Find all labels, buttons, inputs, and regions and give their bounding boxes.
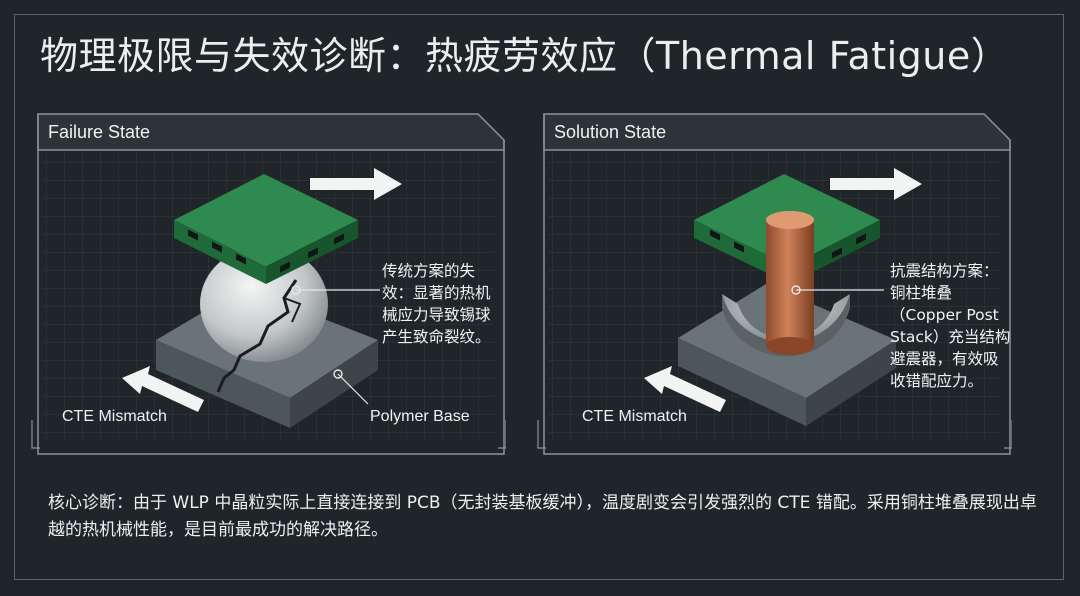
failure-panel-graphic bbox=[31, 113, 506, 455]
base-front bbox=[678, 338, 806, 426]
solution-panel: Solution State 抗震结构方案：铜柱堆叠（Copper Post S… bbox=[534, 108, 1012, 460]
cutaway-ball bbox=[722, 294, 850, 343]
panel-border bbox=[37, 114, 505, 455]
arrow-left-icon bbox=[122, 366, 204, 412]
copper-post-top bbox=[766, 211, 814, 229]
cte-mismatch-label-right: CTE Mismatch bbox=[582, 408, 687, 425]
panel-border bbox=[543, 114, 1011, 455]
cte-mismatch-label-left: CTE Mismatch bbox=[62, 408, 167, 425]
solution-panel-graphic bbox=[537, 113, 1012, 455]
copper-post bbox=[766, 220, 814, 346]
failure-annotation: 传统方案的失效：显著的热机械应力导致锡球产生致命裂纹。 bbox=[382, 262, 491, 346]
solution-annotation: 抗震结构方案：铜柱堆叠（Copper Post Stack）充当结构避震器，有效… bbox=[890, 262, 1011, 390]
arrow-left-icon bbox=[644, 366, 726, 412]
polymer-base-label: Polymer Base bbox=[370, 408, 470, 425]
failure-panel: Failure State 传统方案的失效：显著的热机械应力导致锡球产生致命裂纹… bbox=[28, 108, 506, 460]
arrow-right-icon bbox=[310, 168, 402, 200]
outer-frame bbox=[14, 14, 1064, 580]
base-leader bbox=[337, 373, 369, 405]
arrow-right-icon bbox=[830, 168, 922, 200]
page-title: 物理极限与失效诊断：热疲劳效应（Thermal Fatigue） bbox=[40, 34, 1010, 78]
crack-line bbox=[216, 279, 298, 393]
solution-state-label: Solution State bbox=[554, 122, 667, 142]
polymer-base-side bbox=[290, 340, 378, 428]
solder-ball bbox=[200, 246, 328, 362]
failure-state-label: Failure State bbox=[48, 122, 151, 142]
core-diagnosis-text: 核心诊断：由于 WLP 中晶粒实际上直接连接到 PCB（无封装基板缓冲），温度剧… bbox=[48, 493, 1037, 540]
base-side bbox=[806, 340, 896, 426]
